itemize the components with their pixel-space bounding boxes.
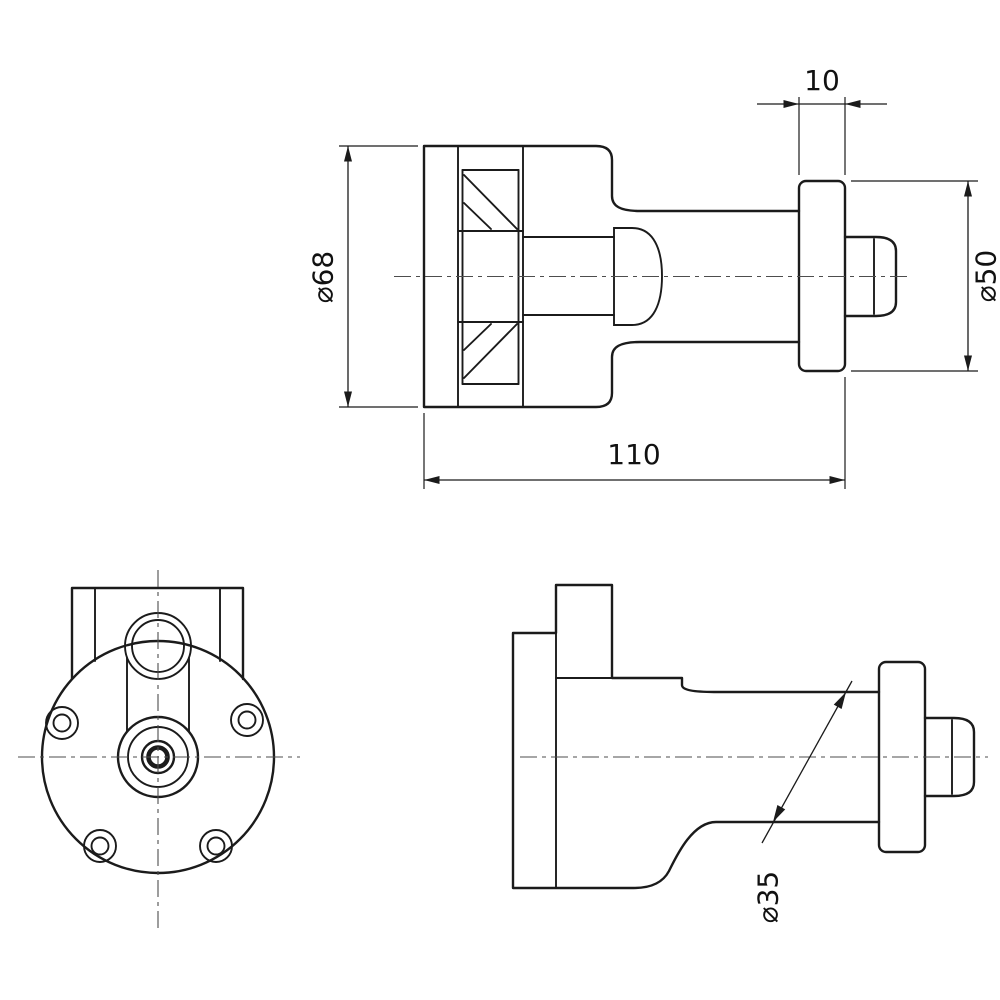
dim-body-diameter: ⌀68 [307, 145, 418, 408]
bolt-hole [230, 703, 264, 737]
dim-label-flange-thickness: 10 [804, 64, 840, 97]
dim-label-flange-diameter: ⌀50 [970, 250, 1000, 303]
dim-neck-diameter: ⌀35 [752, 680, 853, 924]
side-view [394, 144, 912, 409]
bolt-hole [45, 706, 79, 740]
arrowhead [773, 804, 786, 822]
dim-label-neck-diameter: ⌀35 [752, 871, 785, 924]
rotated-side-stub [923, 716, 976, 798]
side-view-body-outline [422, 144, 801, 409]
dim-overall-length: 110 [423, 377, 846, 489]
bolt-hole [83, 829, 117, 863]
arrowhead [833, 692, 846, 710]
dim-label-overall-length: 110 [607, 438, 660, 471]
dim-label-body-diameter: ⌀68 [307, 251, 340, 304]
bolt-hole [199, 829, 233, 863]
plunger-dome [613, 227, 663, 326]
rotated-side-body-outline [511, 583, 881, 890]
front-view [18, 570, 300, 928]
dim-flange-diameter: ⌀50 [851, 180, 1000, 372]
dim-flange-thickness: 10 [757, 64, 887, 175]
front-view-top-block [70, 586, 245, 681]
rotated-side-view [511, 583, 988, 890]
